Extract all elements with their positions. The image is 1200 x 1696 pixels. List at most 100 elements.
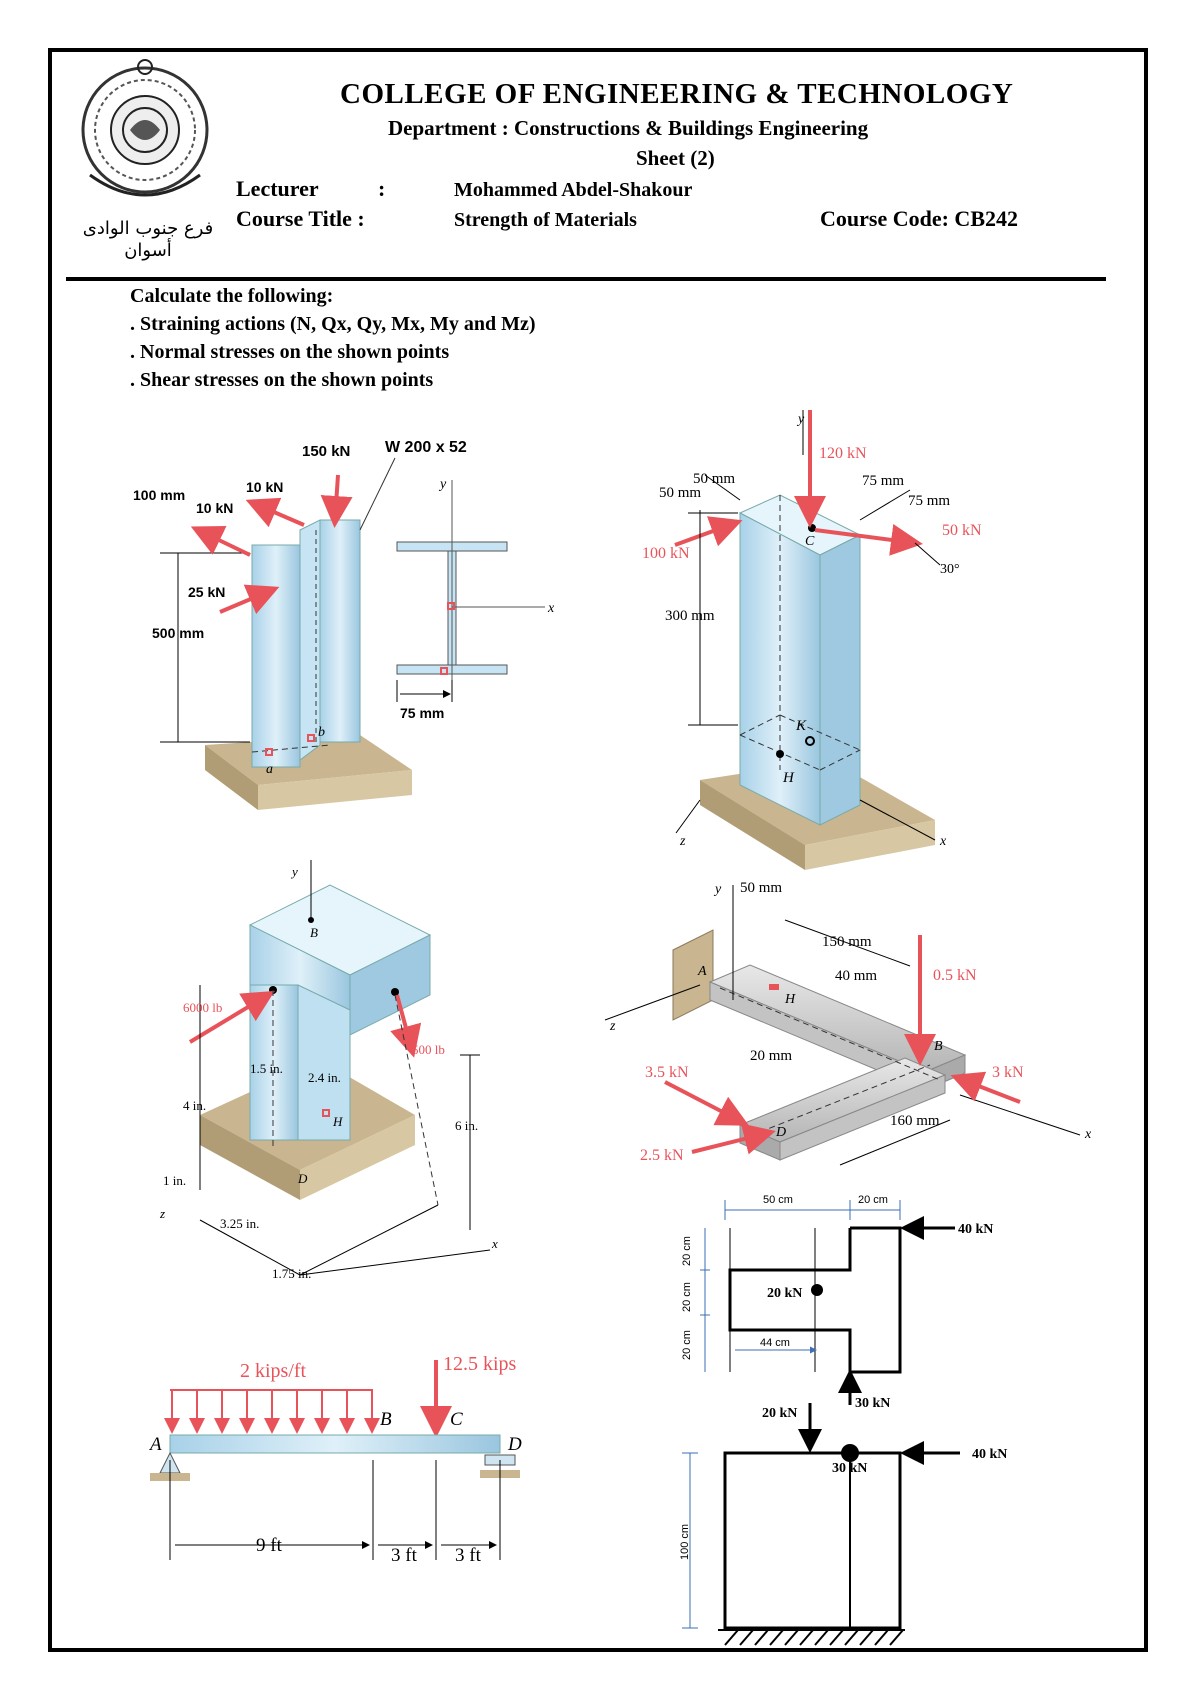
figure-section-plan: 50 cm 20 cm 40 kN 20 cm 20 cm 20 cm 20 k… [681,1194,993,1411]
course-title-label: Course Title : [236,206,365,231]
label-500mm: 500 mm [152,625,204,641]
figure-beam: 2 kips/ft 12.5 kips A B C D 9 ft 3 ft 3 … [148,1353,522,1566]
label-10kn-b: 10 kN [196,500,233,516]
header-rule [66,277,1106,281]
label-20cm-v2: 20 cm [681,1282,693,1312]
label-100mm: 100 mm [133,487,185,503]
label-150kn: 150 kN [302,443,350,460]
branch-name: فرع جنوب الوادى أسوان [78,218,218,262]
instruction-item: . Normal stresses on the shown points [130,341,450,363]
label-z2: z [679,834,686,849]
label-50mm4: 50 mm [740,880,782,896]
label-x4: x [1084,1127,1092,1142]
course-title: Strength of Materials [454,209,637,231]
label-d5: D [507,1434,522,1455]
label-40mm4: 40 mm [835,968,877,984]
label-1-75in: 1.75 in. [272,1266,311,1281]
label-1in: 1 in. [163,1173,186,1188]
label-50mm-b: 50 mm [659,485,701,501]
label-75mm: 75 mm [400,705,444,721]
label-75mm-a: 75 mm [862,473,904,489]
label-z3: z [159,1206,165,1221]
label-x: x [547,601,555,616]
label-3ft-b: 3 ft [455,1545,482,1566]
label-3-25in: 3.25 in. [220,1216,259,1231]
label-150mm4: 150 mm [822,934,872,950]
label-100cm: 100 cm [679,1524,691,1560]
lecturer-colon: : [378,176,386,201]
label-0-5kn: 0.5 kN [933,967,977,984]
label-section: W 200 x 52 [385,439,467,456]
label-20cm-v3: 20 cm [681,1330,693,1360]
college-title: COLLEGE OF ENGINEERING & TECHNOLOGY [340,78,1014,110]
label-3-5kn: 3.5 kN [645,1064,689,1081]
label-30deg: 30° [940,562,960,577]
label-160mm4: 160 mm [890,1113,940,1129]
label-1-5in: 1.5 in. [250,1061,283,1076]
label-20cm-v1: 20 cm [681,1236,693,1266]
figure-elevation: 20 kN 30 kN 40 kN 100 cm [679,1403,1007,1646]
label-30kn6: 30 kN [855,1396,890,1411]
figure-bent-bar: 50 mm 150 mm 40 mm 0.5 kN 20 mm 3.5 kN 3… [604,880,1092,1166]
lecturer-name: Mohammed Abdel-Shakour [454,179,693,201]
lecturer-label: Lecturer [236,176,319,201]
label-10kn-a: 10 kN [246,479,283,495]
label-20kn7: 20 kN [762,1406,797,1421]
label-500lb: 500 lb [412,1042,445,1057]
label-a: a [266,762,273,777]
label-d4: D [775,1125,786,1140]
label-4in: 4 in. [183,1098,206,1113]
label-3ft-a: 3 ft [391,1545,418,1566]
instructions-heading: Calculate the following: [130,285,334,307]
label-75mm-b: 75 mm [908,493,950,509]
label-b3: B [310,925,318,940]
label-20kn6: 20 kN [767,1286,802,1301]
label-9ft: 9 ft [256,1535,283,1556]
label-12-5kips: 12.5 kips [443,1353,517,1375]
label-300mm: 300 mm [665,608,715,624]
department-title: Department : Constructions & Buildings E… [388,116,869,140]
page-border [48,48,1148,1652]
label-d3: D [297,1171,308,1186]
label-40kn6: 40 kN [958,1222,993,1237]
label-20mm4: 20 mm [750,1048,792,1064]
label-c: C [805,534,815,549]
label-50mm-a: 50 mm [693,471,735,487]
label-120kn: 120 kN [819,445,867,462]
branch-line-1: فرع جنوب الوادى [82,218,214,239]
label-h3: H [332,1114,343,1129]
label-2-5kn: 2.5 kN [640,1147,684,1164]
label-50cm: 50 cm [763,1194,793,1206]
label-b: b [318,725,325,740]
figure-t-block: 6000 lb 500 lb 1.5 in. 2.4 in. 4 in. 6 i… [159,860,498,1281]
label-6000lb: 6000 lb [183,1000,222,1015]
label-y2: y [796,412,805,427]
label-2-4in: 2.4 in. [308,1070,341,1085]
label-30kn7: 30 kN [832,1461,867,1476]
label-b4: B [934,1039,943,1054]
branch-line-2: أسوان [124,240,172,261]
label-z4: z [609,1019,616,1034]
label-a5: A [148,1434,162,1455]
label-2kips: 2 kips/ft [240,1360,307,1382]
instructions: Calculate the following: . Straining act… [130,282,536,394]
instruction-item: . Shear stresses on the shown points [130,369,434,391]
label-100kn: 100 kN [642,545,690,562]
label-c5: C [450,1409,463,1430]
sheet-number: Sheet (2) [636,146,715,170]
label-20cm-top: 20 cm [858,1194,888,1206]
label-b5: B [380,1409,392,1430]
figure-rect-column: 120 kN 50 mm 50 mm 75 mm 75 mm 50 kN 100… [642,410,982,870]
label-x2: x [939,834,947,849]
label-y4: y [713,882,722,897]
figure-w-column: 150 kN W 200 x 52 100 mm 10 kN 10 kN 25 … [133,439,555,810]
label-3kn: 3 kN [992,1064,1024,1081]
label-50kn: 50 kN [942,522,982,539]
label-25kn: 25 kN [188,584,225,600]
label-h: H [782,770,795,786]
instruction-item: . Straining actions (N, Qx, Qy, Mx, My a… [130,313,536,335]
label-h4: H [784,992,796,1007]
label-40kn7: 40 kN [972,1447,1007,1462]
label-y: y [438,477,447,492]
